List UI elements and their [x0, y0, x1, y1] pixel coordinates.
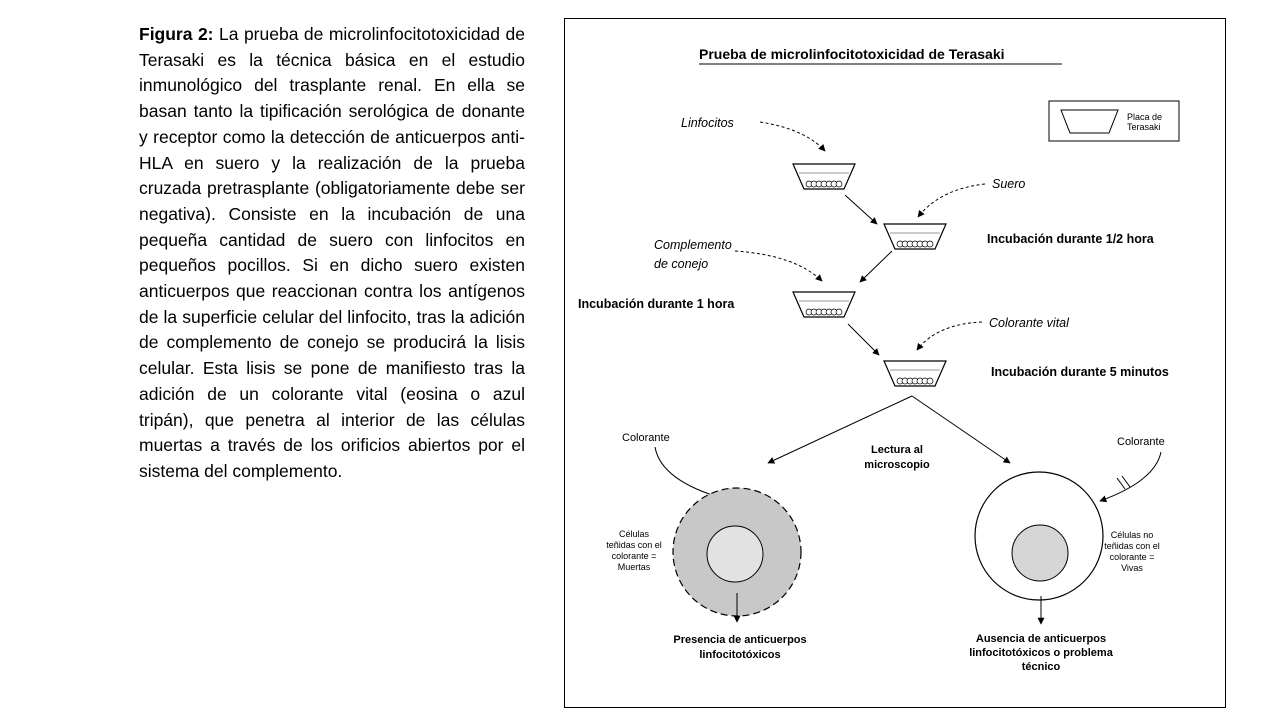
arrow-suero: [917, 183, 986, 218]
terasaki-diagram: Prueba de microlinfocitotoxicidad de Ter…: [564, 18, 1226, 708]
arrow-linfocitos: [759, 121, 826, 152]
legend-plate-icon: [1060, 109, 1119, 134]
arrow-to-right-result: [911, 395, 1011, 464]
legend-label-1: Placa de: [1127, 112, 1162, 122]
arrow-well1-well2: [844, 194, 878, 225]
arrow-colorante-vital: [916, 321, 983, 351]
live-cell-nucleus: [1011, 524, 1069, 582]
well-4: [883, 360, 947, 387]
left-note-4: Muertas: [618, 562, 651, 572]
caption-text: La prueba de microlinfocitotoxicidad de …: [139, 24, 525, 481]
result-right-2: linfocitotóxicos o problema: [969, 647, 1114, 659]
label-suero: Suero: [992, 177, 1025, 191]
label-colorante-right: Colorante: [1117, 436, 1165, 448]
right-note-2: teñidas con el: [1104, 541, 1160, 551]
right-note-1: Células no: [1111, 530, 1154, 540]
result-right-1: Ausencia de anticuerpos: [976, 633, 1106, 645]
diagram-canvas: Prueba de microlinfocitotoxicidad de Ter…: [578, 46, 1180, 673]
label-incubacion-1-hora: Incubación durante 1 hora: [578, 297, 735, 311]
label-incubacion-5-min: Incubación durante 5 minutos: [991, 365, 1169, 379]
label-complemento-2: de conejo: [654, 257, 708, 271]
figure-caption: Figura 2: La prueba de microlinfocitotox…: [139, 22, 525, 485]
arrow-to-left-result: [767, 395, 913, 464]
right-note-4: Vivas: [1121, 563, 1143, 573]
arrow-complemento: [734, 250, 823, 282]
label-lectura-2: microscopio: [864, 459, 930, 471]
result-right-3: técnico: [1022, 661, 1061, 673]
dead-cell-nucleus: [706, 525, 764, 583]
label-complemento-1: Complemento: [654, 238, 732, 252]
diagram-title: Prueba de microlinfocitotoxicidad de Ter…: [699, 46, 1005, 62]
block-mark-2: [1121, 475, 1131, 488]
label-incubacion-media-hora: Incubación durante 1/2 hora: [987, 232, 1155, 246]
well-3: [792, 291, 856, 318]
right-note-3: colorante =: [1110, 552, 1155, 562]
label-linfocitos: Linfocitos: [681, 116, 734, 130]
arrow-well2-well3: [859, 250, 893, 283]
left-note-3: colorante =: [612, 551, 657, 561]
result-left-2: linfocitotóxicos: [699, 649, 780, 661]
arrow-colorante-left: [654, 446, 726, 501]
left-note-2: teñidas con el: [606, 540, 662, 550]
label-lectura-1: Lectura al: [871, 444, 923, 456]
block-mark-1: [1116, 477, 1126, 490]
arrow-colorante-right: [1099, 451, 1162, 503]
well-1: [792, 163, 856, 190]
label-colorante-left: Colorante: [622, 432, 670, 444]
well-2: [883, 223, 947, 250]
left-note-1: Células: [619, 529, 650, 539]
arrow-well3-well4: [847, 323, 880, 356]
result-left-1: Presencia de anticuerpos: [673, 634, 806, 646]
label-colorante-vital: Colorante vital: [989, 316, 1070, 330]
legend-label-2: Terasaki: [1127, 122, 1161, 132]
caption-label: Figura 2:: [139, 24, 214, 44]
legend-terasaki-plate: Placa de Terasaki: [1048, 100, 1180, 142]
